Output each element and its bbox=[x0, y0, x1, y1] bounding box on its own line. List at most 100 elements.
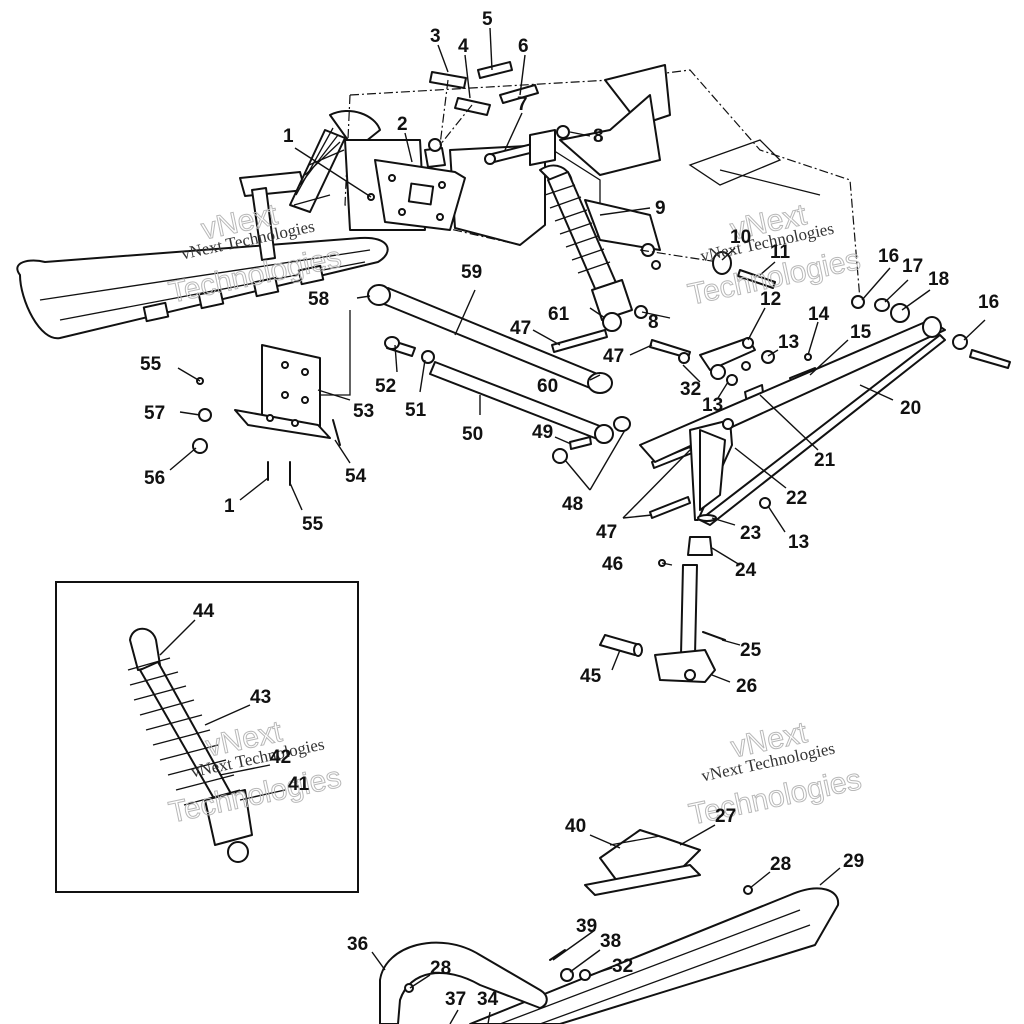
callout-44: 44 bbox=[193, 601, 215, 622]
part-22-spindle-housing bbox=[689, 418, 734, 521]
callout-24: 24 bbox=[735, 560, 757, 581]
part-23-washer bbox=[697, 514, 717, 522]
callout-21: 21 bbox=[814, 450, 836, 471]
callout-18: 18 bbox=[928, 269, 949, 290]
chassis-frame bbox=[344, 64, 861, 301]
callout-3: 3 bbox=[430, 26, 441, 47]
callout-56: 56 bbox=[144, 468, 165, 489]
callout-61: 61 bbox=[548, 304, 570, 325]
callout-12: 12 bbox=[760, 289, 781, 310]
callout-47-a: 47 bbox=[510, 318, 531, 339]
part-49-bolt bbox=[569, 436, 592, 450]
callout-4: 4 bbox=[458, 36, 469, 57]
part-10-bushing bbox=[712, 251, 732, 275]
callout-47-c: 47 bbox=[596, 522, 617, 543]
callout-9: 9 bbox=[655, 198, 666, 219]
callout-45: 45 bbox=[580, 666, 602, 687]
part-53-bracket bbox=[234, 310, 351, 439]
callout-13-b: 13 bbox=[702, 395, 723, 416]
callout-27: 27 bbox=[715, 806, 736, 827]
callout-1-bottom: 1 bbox=[224, 496, 235, 517]
callout-54: 54 bbox=[345, 466, 367, 487]
inset-shock-box bbox=[55, 581, 359, 893]
callout-53: 53 bbox=[353, 401, 374, 422]
part-50-tie-rod bbox=[429, 361, 631, 444]
part-11-bolt bbox=[737, 269, 776, 289]
callout-49: 49 bbox=[532, 422, 553, 443]
callout-28-a: 28 bbox=[770, 854, 791, 875]
callout-42: 42 bbox=[270, 747, 291, 768]
callout-40: 40 bbox=[565, 816, 586, 837]
callout-29: 29 bbox=[843, 851, 864, 872]
callout-15: 15 bbox=[850, 322, 872, 343]
part-45-pin bbox=[599, 634, 643, 657]
left-shock-background bbox=[239, 110, 381, 261]
callout-32-a: 32 bbox=[680, 379, 701, 400]
part-57-washer bbox=[198, 408, 212, 422]
part-54-pin bbox=[332, 419, 341, 446]
callout-20: 20 bbox=[900, 398, 921, 419]
part-48-nut bbox=[552, 448, 568, 464]
callout-28-b: 28 bbox=[430, 958, 451, 979]
callout-34: 34 bbox=[477, 989, 499, 1010]
part-19-bolt bbox=[969, 349, 1011, 369]
part-13-nut-c bbox=[759, 497, 771, 509]
callout-17: 17 bbox=[902, 256, 923, 277]
part-36-ski-handle bbox=[379, 941, 548, 1024]
callout-39: 39 bbox=[576, 916, 597, 937]
callout-16-a: 16 bbox=[878, 246, 899, 267]
leader-lines bbox=[159, 27, 986, 1024]
callout-14: 14 bbox=[808, 304, 830, 325]
part-16-washer-b bbox=[952, 334, 968, 350]
callout-13-a: 13 bbox=[778, 332, 799, 353]
callout-38: 38 bbox=[600, 931, 621, 952]
callout-23: 23 bbox=[740, 523, 761, 544]
callout-7: 7 bbox=[517, 94, 528, 115]
part-59-upper-arm bbox=[367, 284, 613, 394]
parts-3-6-links bbox=[429, 61, 539, 146]
callout-50: 50 bbox=[462, 424, 483, 445]
callout-46: 46 bbox=[602, 554, 623, 575]
part-47-bolt-a bbox=[551, 329, 608, 353]
callout-58: 58 bbox=[308, 289, 329, 310]
callout-55-a: 55 bbox=[140, 354, 162, 375]
part-8-nut-bottom bbox=[634, 305, 648, 319]
callout-47-b: 47 bbox=[603, 346, 624, 367]
callout-2: 2 bbox=[397, 114, 408, 135]
part-52-rod-end bbox=[384, 336, 416, 357]
part-25-bolt bbox=[702, 631, 726, 641]
part-47-bolt-d bbox=[649, 496, 691, 519]
callout-48: 48 bbox=[562, 494, 583, 515]
part-32-washer bbox=[678, 352, 690, 364]
callout-32-b: 32 bbox=[612, 956, 633, 977]
part-56-nut bbox=[192, 438, 208, 454]
part-40-ski-saddle bbox=[584, 829, 701, 896]
callout-37: 37 bbox=[445, 989, 466, 1010]
callout-10: 10 bbox=[730, 227, 751, 248]
part-28-nut-b bbox=[404, 983, 414, 993]
part-51-nut bbox=[421, 350, 435, 364]
part-12-link bbox=[699, 337, 756, 386]
part-61-main-shock bbox=[539, 164, 633, 332]
callout-59: 59 bbox=[461, 262, 482, 283]
part-39-pin bbox=[549, 949, 566, 961]
callout-57: 57 bbox=[144, 403, 165, 424]
callout-25: 25 bbox=[740, 640, 762, 661]
callout-22: 22 bbox=[786, 488, 807, 509]
part-7-bolt bbox=[484, 129, 556, 166]
callout-8-top: 8 bbox=[593, 126, 604, 147]
callout-1-top: 1 bbox=[283, 126, 294, 147]
part-16-washer-a bbox=[851, 295, 865, 309]
part-2-mounting-plate bbox=[374, 138, 466, 231]
part-13-nut-a bbox=[741, 361, 751, 371]
left-ski bbox=[16, 236, 389, 340]
callout-13-c: 13 bbox=[788, 532, 809, 553]
callout-8-bottom: 8 bbox=[648, 312, 659, 333]
callout-60: 60 bbox=[537, 376, 558, 397]
callout-51: 51 bbox=[405, 400, 427, 421]
callout-11: 11 bbox=[770, 242, 791, 263]
callout-36: 36 bbox=[347, 934, 368, 955]
callout-5: 5 bbox=[482, 9, 493, 30]
